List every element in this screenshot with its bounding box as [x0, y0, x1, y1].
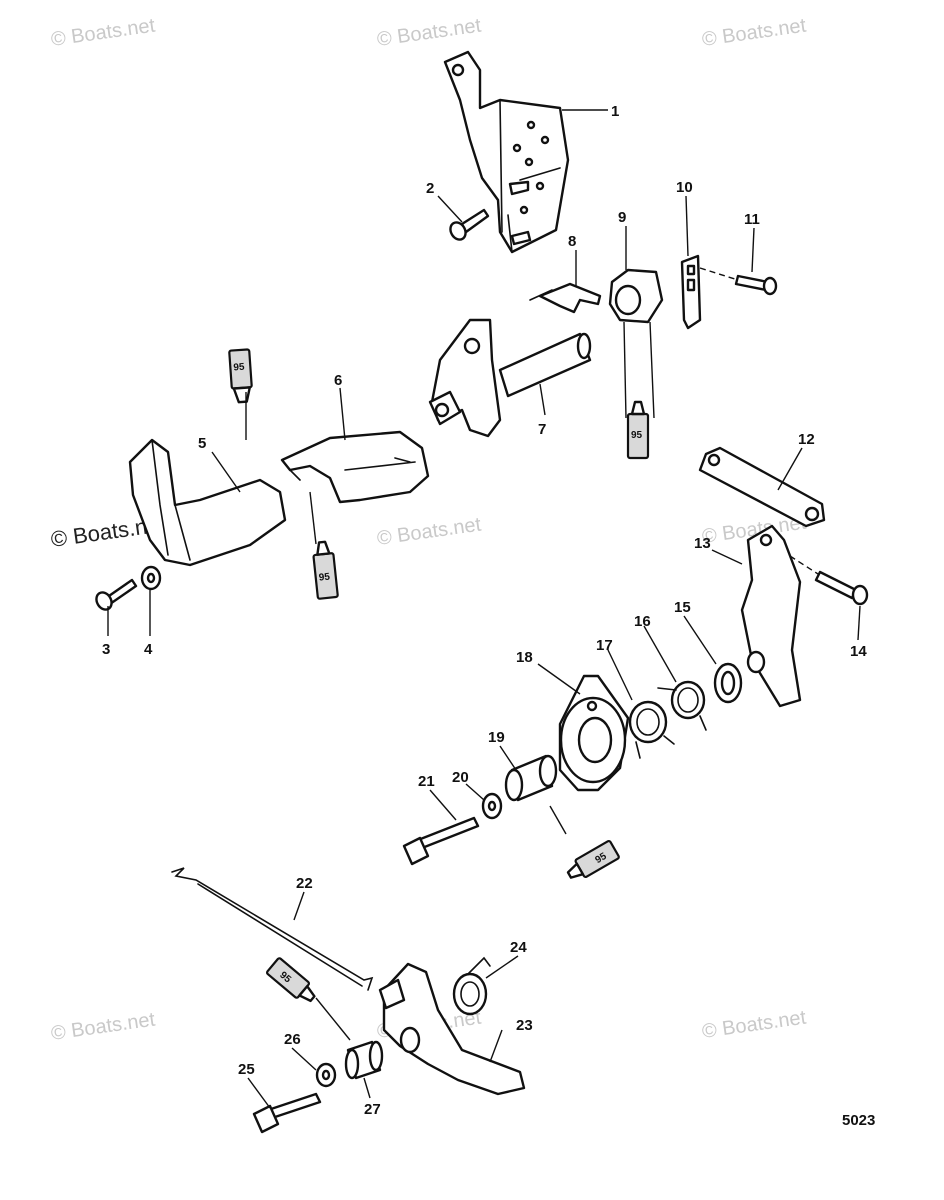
callout-21: 21: [418, 773, 435, 790]
part-12-link-arm: [698, 446, 826, 528]
part-24-spring: [452, 956, 491, 1016]
watermark-top-center: © Boats.net: [376, 15, 483, 51]
callout-24: 24: [510, 939, 527, 956]
part-27-bushing: [344, 1040, 384, 1080]
callout-12: 12: [798, 431, 815, 448]
part-19-bushing: [504, 754, 558, 802]
part-10-strap: [680, 254, 702, 330]
part-8-clip: [529, 282, 602, 314]
part-17-spring: [628, 700, 675, 759]
watermark-bottom-right: © Boats.net: [701, 1007, 808, 1043]
watermark-top-left: © Boats.net: [50, 15, 157, 51]
part-22-rod: [171, 867, 374, 991]
callout-8: 8: [568, 233, 576, 250]
callout-26: 26: [284, 1031, 301, 1048]
part-11-screw: [734, 274, 778, 296]
part-25-bolt: [252, 1092, 322, 1134]
sealant-tube-4: 95: [566, 839, 620, 879]
callout-25: 25: [238, 1061, 255, 1078]
callout-11: 11: [744, 211, 760, 228]
part-21-bolt: [402, 816, 480, 866]
leader-lines: [107, 109, 861, 1109]
callout-6: 6: [334, 372, 342, 389]
part-13-lever: [740, 524, 802, 708]
callout-18: 18: [516, 649, 533, 666]
part-3-bolt: [95, 578, 138, 611]
callout-numbers: 1 2 3 4 5 6 7 8 9 10 11 12 13 14 15 16 1…: [102, 103, 867, 1118]
part-2-screw: [449, 208, 490, 241]
part-16-spring: [657, 680, 707, 731]
part-20-washer: [481, 792, 503, 820]
part-14-screw: [814, 570, 869, 606]
part-14-alignment-line: [789, 555, 819, 575]
callout-3: 3: [102, 641, 110, 658]
part-23-shift-lever: [378, 962, 526, 1096]
part-7-shaft: [428, 318, 592, 438]
callout-9: 9: [618, 209, 626, 226]
part-6-handle-sleeve: [280, 430, 430, 504]
callout-4: 4: [144, 641, 153, 658]
callout-15: 15: [674, 599, 691, 616]
part-18-friction-plate: [558, 674, 630, 792]
part-11-alignment-line: [699, 267, 739, 281]
sealant-label: 95: [631, 430, 643, 441]
callout-20: 20: [452, 769, 469, 786]
part-9-cam: [608, 268, 664, 324]
callout-14: 14: [850, 643, 867, 660]
callout-5: 5: [198, 435, 206, 452]
callout-23: 23: [516, 1017, 533, 1034]
callout-22: 22: [296, 875, 313, 892]
sealant-tube-1: 95: [228, 348, 253, 404]
part-5-handle: [128, 438, 287, 567]
callout-27: 27: [364, 1101, 381, 1118]
sealant-tube-2: 95: [626, 400, 650, 460]
sealant-tube-5: 95: [265, 957, 316, 1003]
callout-1: 1: [611, 103, 619, 120]
part-1-mounting-bracket: [443, 50, 570, 254]
watermark-bottom-left: © Boats.net: [50, 1009, 157, 1045]
watermark-top-right: © Boats.net: [701, 15, 808, 51]
callout-13: 13: [694, 535, 711, 552]
part-15-washer: [713, 662, 743, 704]
watermark-middle-center: © Boats.net: [376, 514, 483, 550]
sealant-label: 95: [233, 362, 245, 374]
sealant-label: 95: [593, 851, 609, 866]
part-26-washer: [315, 1062, 337, 1088]
diagram-reference-code: 5023: [842, 1112, 876, 1129]
callout-19: 19: [488, 729, 505, 746]
callout-17: 17: [596, 637, 613, 654]
callout-16: 16: [634, 613, 651, 630]
part-4-washer: [140, 565, 162, 591]
sealant-tube-3: 95: [312, 540, 339, 600]
callout-10: 10: [676, 179, 693, 196]
callout-7: 7: [538, 421, 546, 438]
callout-2: 2: [426, 180, 434, 197]
sealant-label: 95: [318, 572, 331, 584]
